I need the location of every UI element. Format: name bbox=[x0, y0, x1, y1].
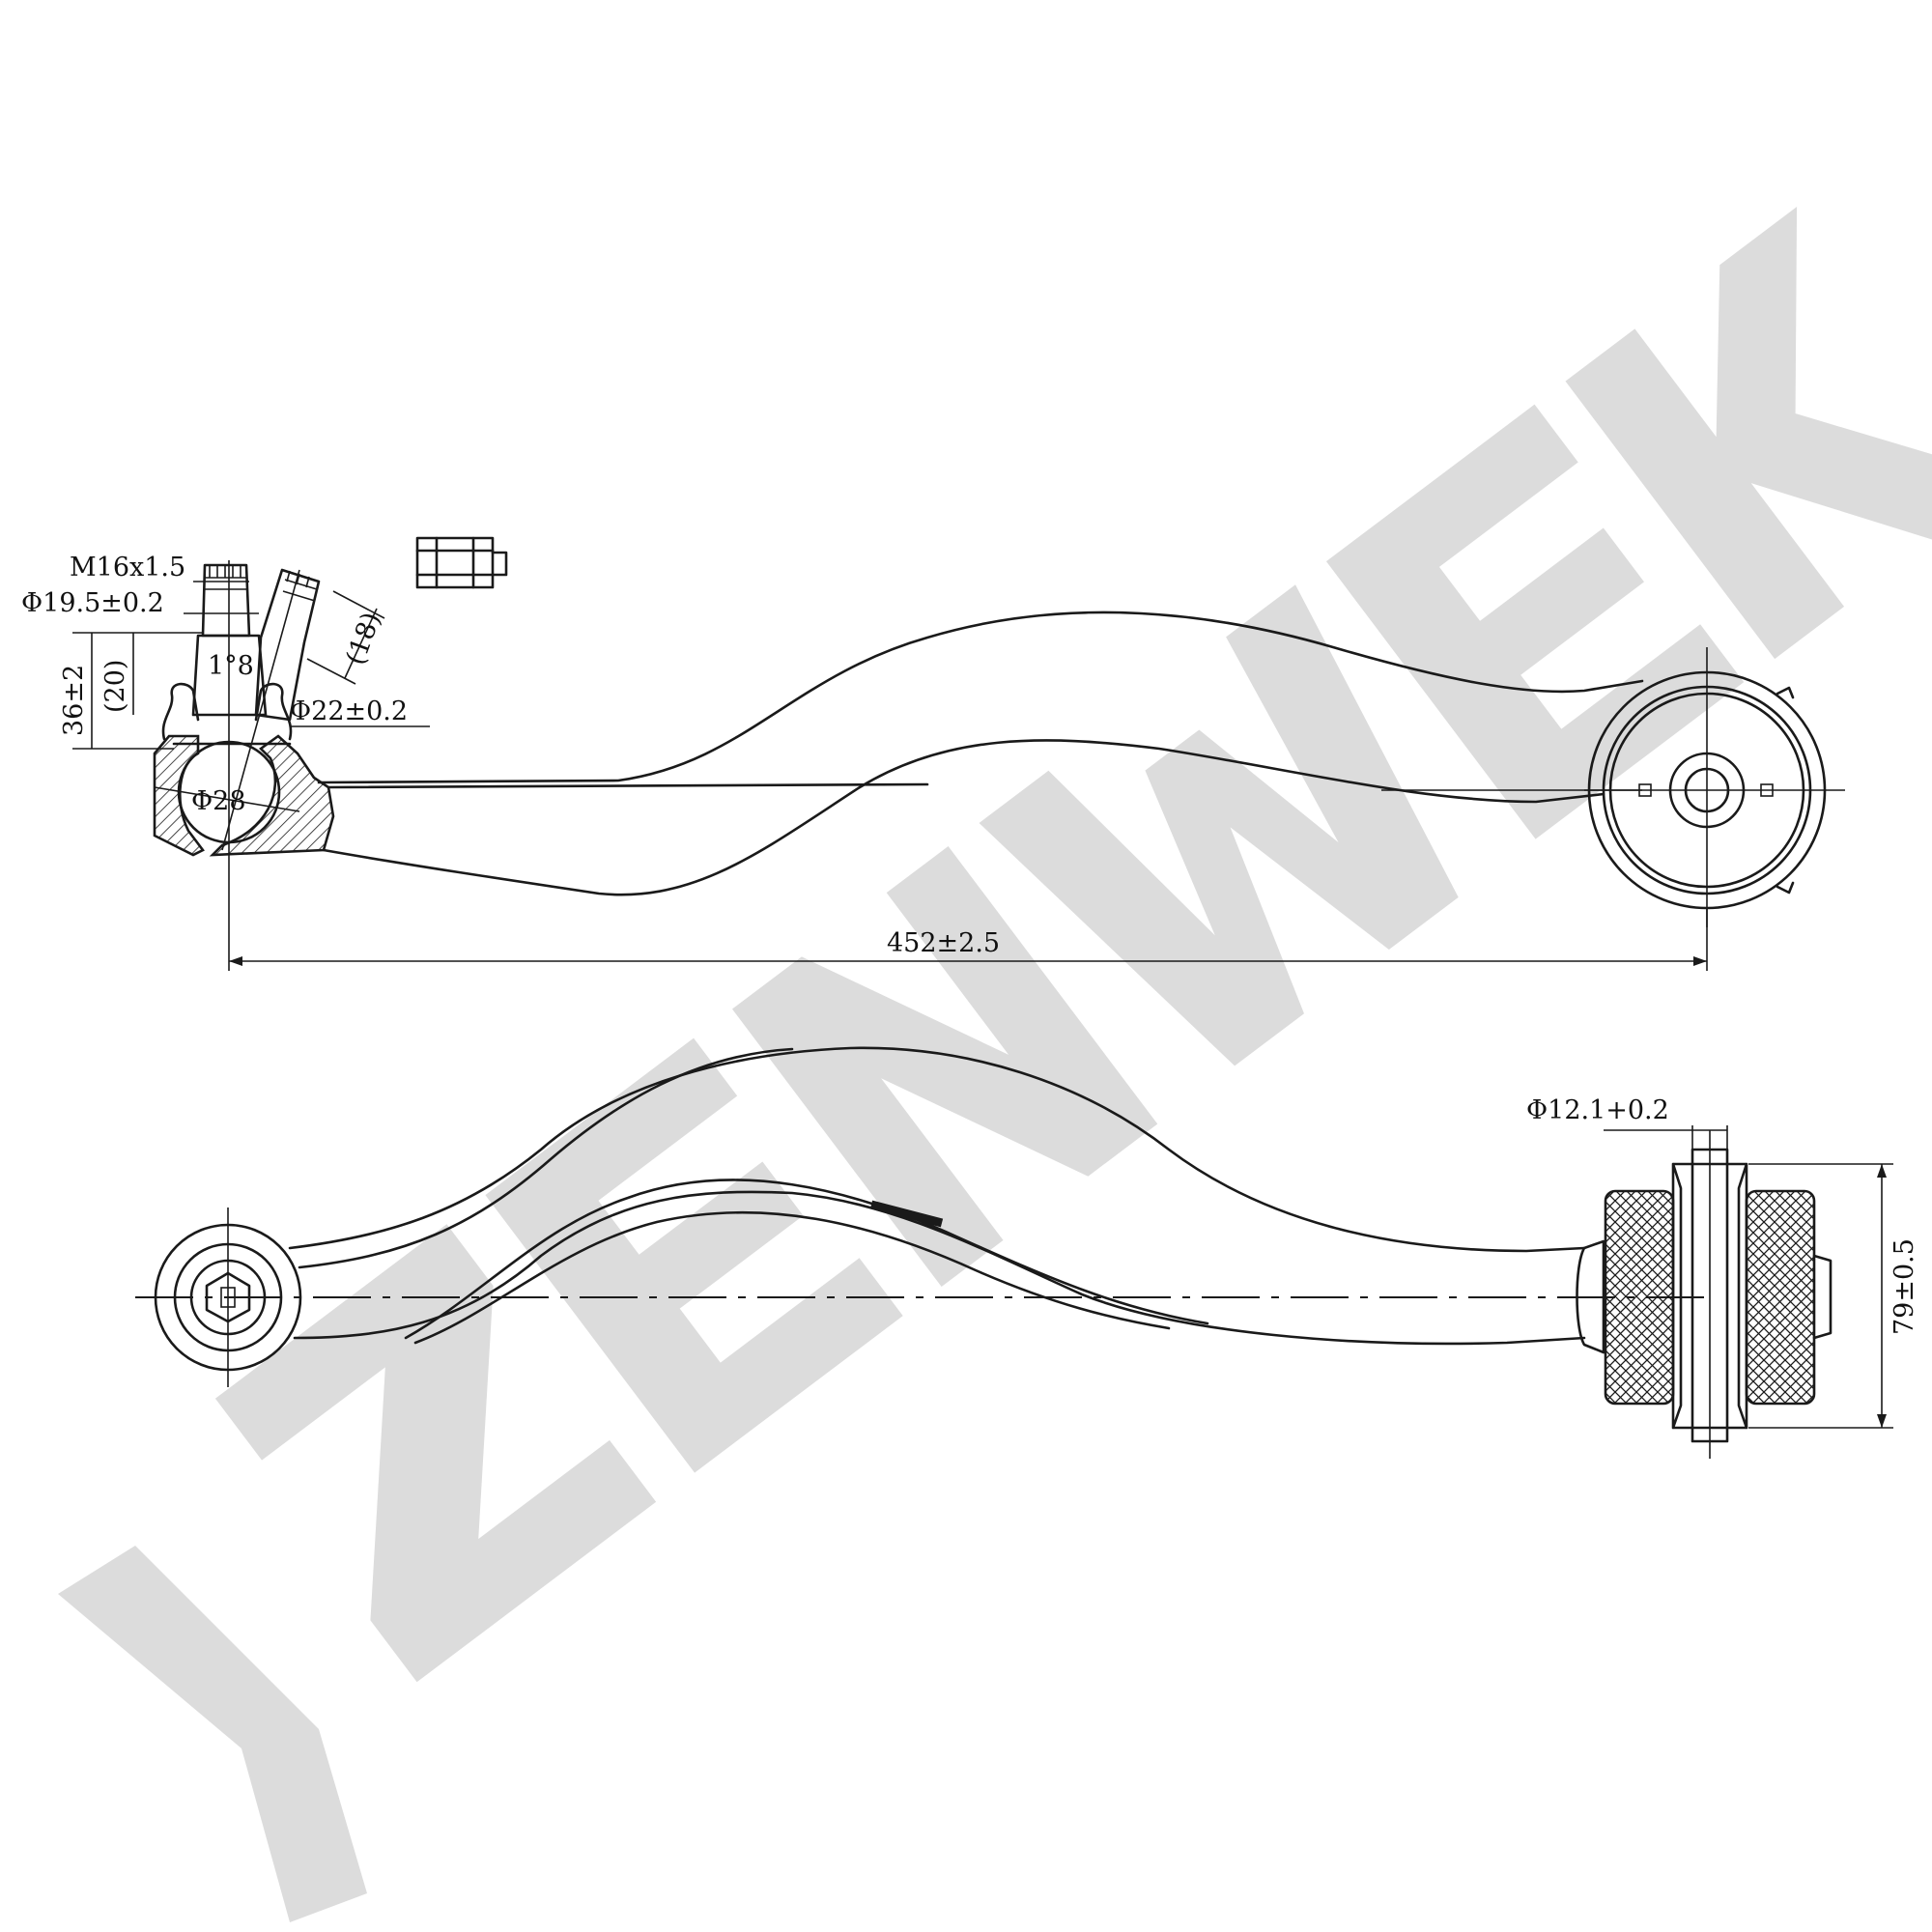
ball-stud-tilted bbox=[254, 568, 321, 722]
watermark-letter-k bbox=[1565, 207, 1932, 660]
top-bushing-lug-bottom bbox=[1776, 881, 1795, 895]
bottom-view: Φ12.1+0.2 79±0.5 bbox=[135, 1046, 1919, 1459]
top-arm-lower-edge bbox=[322, 739, 1605, 896]
watermark-letter-e bbox=[485, 1037, 903, 1473]
bushing-neck bbox=[1576, 1239, 1605, 1354]
dim-taper-label: (18) bbox=[340, 609, 386, 669]
ball-stud-axis-tilted bbox=[221, 569, 300, 851]
watermark-logo bbox=[58, 207, 1932, 1922]
dim-bore-label: Φ12.1+0.2 bbox=[1526, 1095, 1669, 1125]
top-bushing-tab-left bbox=[1638, 783, 1652, 797]
bottom-arm-lower-edge bbox=[293, 1190, 1586, 1346]
bottom-arm-marking bbox=[869, 1200, 944, 1228]
top-bushing-tab-right bbox=[1760, 783, 1774, 797]
dim-taper-line bbox=[332, 590, 385, 619]
bushing-rubber-left bbox=[1604, 1189, 1675, 1406]
bushing-flange-right bbox=[1812, 1254, 1833, 1340]
dim-width-label: 79±0.5 bbox=[1889, 1238, 1919, 1335]
top-view: M16x1.5 Φ19.5±0.2 36±2 (20) 1°8 (18) Φ22… bbox=[21, 536, 1845, 971]
watermark-chevron bbox=[58, 1546, 367, 1922]
dim-taper-arrow bbox=[344, 608, 378, 679]
dim-height-total-label: 36±2 bbox=[59, 665, 89, 736]
bottom-arm-inner-rib2 bbox=[413, 1210, 1171, 1345]
dim-ball-leader bbox=[154, 786, 300, 812]
dim-boot-label: Φ22±0.2 bbox=[290, 696, 408, 726]
dim-height-inner-label: (20) bbox=[100, 660, 130, 713]
top-bushing-lug-top bbox=[1776, 686, 1795, 699]
bushing-outer-sleeve bbox=[1671, 1162, 1748, 1430]
dim-studdia-label: Φ19.5±0.2 bbox=[21, 588, 164, 618]
dim-length-label: 452±2.5 bbox=[887, 928, 1000, 958]
rubber-boot bbox=[161, 682, 293, 746]
watermark-letter-w bbox=[979, 584, 1459, 1066]
watermark-letter-n bbox=[731, 846, 1158, 1288]
bottom-arm-inner-rib bbox=[404, 1179, 1209, 1340]
watermark-letter-e2 bbox=[1325, 404, 1745, 839]
nut-icon bbox=[415, 536, 508, 589]
dim-ball-label: Φ28 bbox=[191, 786, 246, 816]
dim-thread-label: M16x1.5 bbox=[70, 553, 185, 582]
bottom-arm-upper-edge bbox=[288, 1046, 1586, 1253]
top-arm-inner-edge bbox=[327, 782, 929, 789]
dim-angle-label: 1°8 bbox=[208, 651, 254, 681]
bushing-rubber-right bbox=[1745, 1189, 1816, 1406]
bottom-arm-upper-edge2 bbox=[298, 1047, 794, 1269]
watermark-letter-z bbox=[214, 1224, 657, 1683]
top-arm-upper-edge bbox=[317, 611, 1644, 784]
ball-stud-thread-lines bbox=[205, 565, 247, 590]
ball-stud-tilted-thread bbox=[282, 570, 318, 602]
dim-taper-line2 bbox=[306, 658, 356, 685]
